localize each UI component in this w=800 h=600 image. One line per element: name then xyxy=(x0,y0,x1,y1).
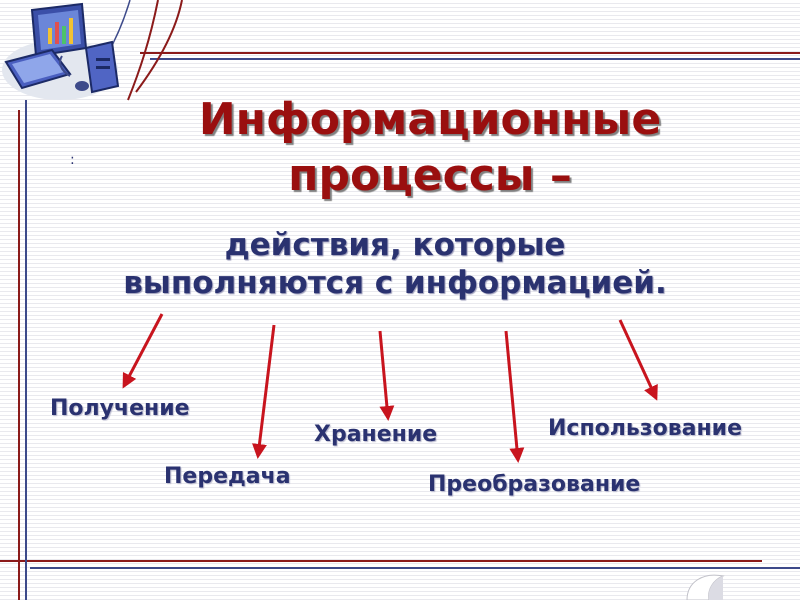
page-curl-icon xyxy=(686,574,725,600)
frame-top-blue-line xyxy=(150,58,800,60)
title-line-2: процессы – xyxy=(288,150,572,201)
arrow-to-receiving xyxy=(122,313,164,389)
arrow-to-usage xyxy=(618,319,658,401)
process-receiving: Получение xyxy=(50,396,190,421)
slide-title: Информационные процессы – xyxy=(110,92,750,204)
definition-line-2: выполняются с информацией. xyxy=(123,265,667,301)
arrow-to-storage xyxy=(378,330,395,421)
stray-colon: : xyxy=(70,152,75,168)
title-line-1: Информационные xyxy=(198,94,662,145)
process-transfer: Передача xyxy=(164,464,291,489)
frame-left-red-line xyxy=(18,110,20,600)
frame-left-blue-line xyxy=(25,100,27,600)
computer-monitor-icon xyxy=(2,2,120,100)
process-storage: Хранение xyxy=(314,422,438,447)
definition-text: действия, которые выполняются с информац… xyxy=(50,226,740,302)
definition-line-1: действия, которые xyxy=(224,227,566,263)
arrow-to-transfer xyxy=(252,324,276,459)
process-usage: Использование xyxy=(548,416,742,441)
frame-bottom-red-line xyxy=(0,560,762,562)
arrow-to-transformation xyxy=(504,330,525,463)
frame-bottom-blue-line xyxy=(30,567,800,569)
frame-top-red-line xyxy=(140,52,800,54)
process-transformation: Преобразование xyxy=(428,472,641,497)
